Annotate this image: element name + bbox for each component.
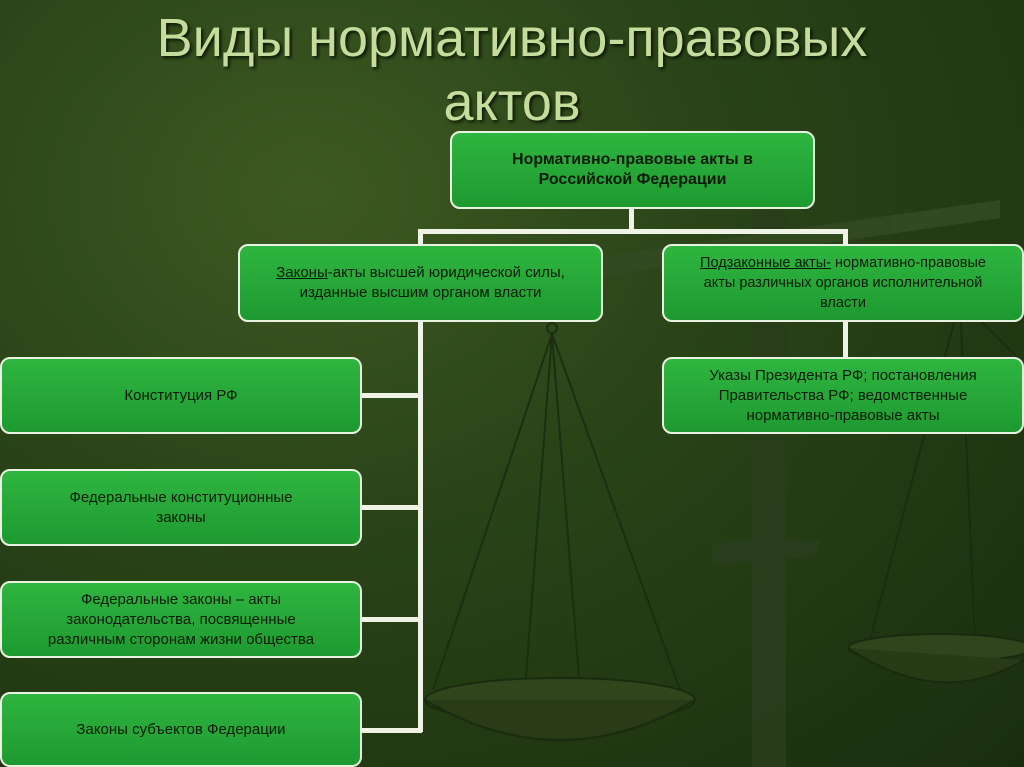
- connector-bylaws-down: [843, 320, 848, 359]
- connector-horizontal-top: [418, 229, 848, 234]
- laws-child-constitution: Конституция РФ: [0, 357, 362, 434]
- laws-term: Законы: [276, 264, 328, 281]
- bylaws-node-line3: власти: [820, 295, 866, 311]
- laws-child-4-line1: Законы субъектов Федерации: [76, 720, 286, 738]
- connector-to-child-1: [360, 393, 422, 398]
- root-node: Нормативно-правовые акты в Российской Фе…: [450, 131, 815, 209]
- connector-laws-trunk: [418, 320, 423, 732]
- connector-root-down: [629, 207, 634, 231]
- laws-child-2-line1: Федеральные конституционные: [69, 488, 293, 506]
- laws-child-federal-constitutional: Федеральные конституционные законы: [0, 469, 362, 546]
- laws-child-3-line2: законодательства, посвященные: [66, 610, 296, 628]
- connector-to-child-3: [360, 617, 422, 622]
- bylaws-child-line2: Правительства РФ; ведомственные: [718, 386, 968, 404]
- laws-node-line2: изданные высшим органом власти: [299, 284, 542, 301]
- bylaws-child-line3: нормативно-правовые акты: [746, 406, 940, 424]
- slide-title-line1: Виды нормативно-правовых: [156, 8, 868, 68]
- bylaws-child-line1: Указы Президента РФ; постановления: [709, 366, 977, 384]
- laws-definition-part1: -акты высшей юридической силы,: [327, 264, 565, 281]
- laws-child-3-line1: Федеральные законы – акты: [80, 590, 282, 608]
- laws-child-2-line2: законы: [156, 508, 206, 526]
- laws-child-3-line3: различным сторонам жизни общества: [47, 630, 315, 648]
- laws-node: Законы-акты высшей юридической силы, изд…: [238, 244, 603, 322]
- laws-node-line1: Законы-акты высшей юридической силы,: [276, 263, 565, 283]
- bylaws-node-line2: акты различных органов исполнительной: [703, 275, 983, 291]
- connector-to-bylaws: [843, 229, 848, 246]
- bylaws-child-node: Указы Президента РФ; постановления Прави…: [662, 357, 1024, 434]
- connector-to-laws: [418, 229, 423, 246]
- bylaws-node: Подзаконные акты- нормативно-правовые ак…: [662, 244, 1024, 322]
- bylaws-term: Подзаконные акты-: [700, 255, 831, 271]
- connector-to-child-4: [360, 728, 422, 733]
- laws-child-regional-laws: Законы субъектов Федерации: [0, 692, 362, 767]
- root-node-line2: Российской Федерации: [538, 171, 727, 188]
- slide-title: Виды нормативно-правовых актов: [0, 0, 1024, 132]
- laws-child-federal-laws: Федеральные законы – акты законодательст…: [0, 581, 362, 658]
- bylaws-definition-part1: нормативно-правовые: [830, 255, 986, 271]
- laws-child-1-line1: Конституция РФ: [124, 386, 238, 404]
- connector-to-child-2: [360, 505, 422, 510]
- bylaws-node-line1: Подзаконные акты- нормативно-правовые: [700, 253, 986, 273]
- slide-title-line2: актов: [443, 72, 581, 132]
- root-node-line1: Нормативно-правовые акты в: [512, 151, 753, 168]
